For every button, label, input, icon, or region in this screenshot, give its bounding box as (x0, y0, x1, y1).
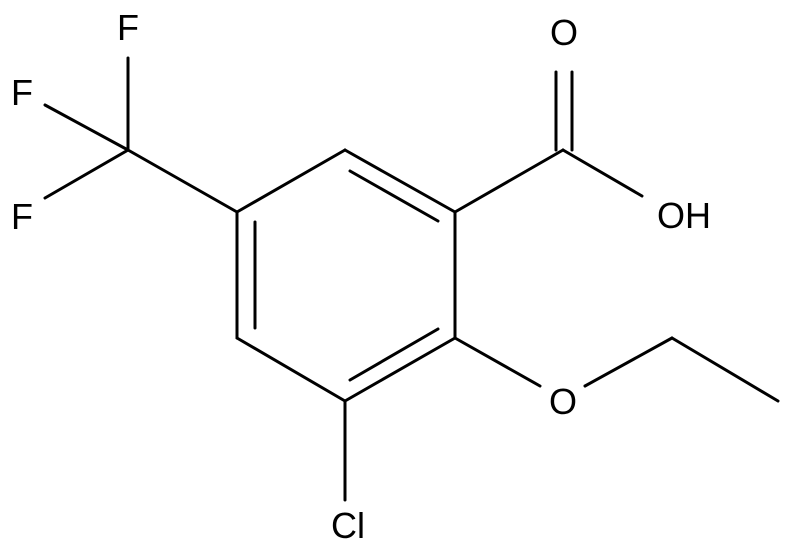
bond-c-oh (561, 148, 644, 198)
atom-f-bottom: F (11, 196, 33, 237)
ring-bond-c1-c2-inner (348, 169, 440, 223)
atom-cl: Cl (331, 505, 365, 546)
bond-ring-cf3 (126, 148, 239, 214)
bond-c-f-left (43, 103, 130, 152)
bond-ring-o-ether (453, 336, 542, 388)
atom-f-left: F (11, 72, 33, 113)
bond-c-f-bottom (43, 148, 130, 200)
atom-f-top: F (117, 7, 139, 48)
ring-bond-c6-c1 (235, 148, 347, 214)
atom-o-carbonyl: O (550, 12, 578, 53)
bond-ring-cooh (453, 148, 565, 214)
ring-bond-c4-c5 (235, 336, 347, 403)
bond-o-ch2 (583, 336, 674, 388)
atom-oh: OH (657, 195, 711, 236)
ring-bond-c1-c2 (343, 148, 457, 214)
atom-o-ether: O (549, 381, 577, 422)
ring-bond-c3-c4 (343, 336, 457, 403)
ring-bond-c3-c4-inner (348, 327, 440, 382)
bond-ch2-ch3 (670, 336, 780, 403)
